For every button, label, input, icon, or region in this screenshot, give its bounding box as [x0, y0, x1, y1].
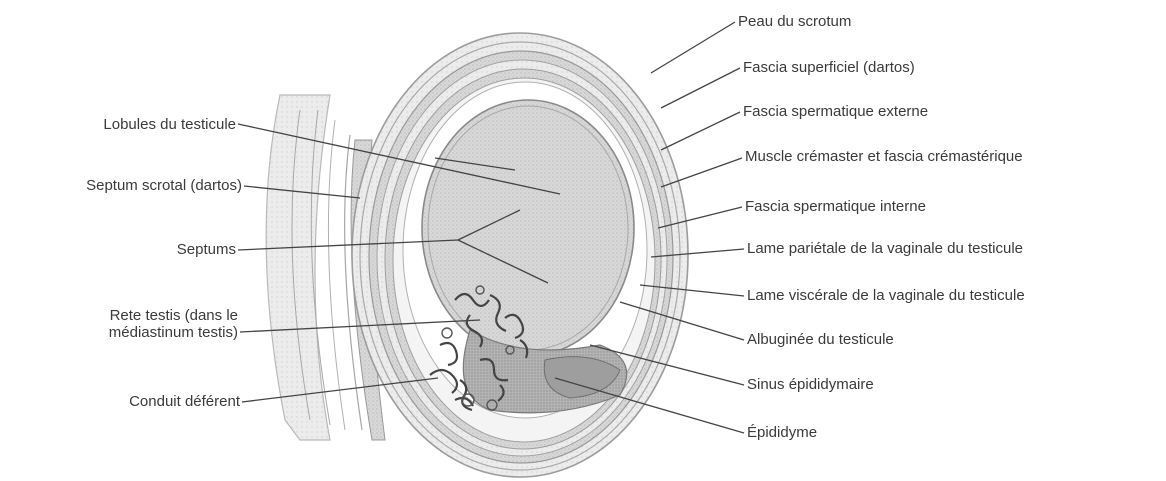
label-albuginee: Albuginée du testicule	[747, 331, 894, 348]
label-lobules: Lobules du testicule	[103, 116, 236, 133]
label-peau-scrotum: Peau du scrotum	[738, 13, 851, 30]
leader-fascia-sperm-externe	[661, 112, 740, 150]
label-epididyme: Épididyme	[747, 424, 817, 441]
leader-peau-scrotum	[651, 22, 735, 73]
label-fascia-sperm-interne: Fascia spermatique interne	[745, 198, 926, 215]
label-rete-testis-line1: Rete testis (dans le	[110, 307, 238, 324]
label-lame-viscerale: Lame viscérale de la vaginale du testicu…	[747, 287, 1025, 304]
label-septum-scrotal: Septum scrotal (dartos)	[86, 177, 242, 194]
label-conduit-deferent: Conduit déférent	[129, 393, 240, 410]
label-lame-parietale: Lame pariétale de la vaginale du testicu…	[747, 240, 1023, 257]
label-sinus-epididymaire: Sinus épididymaire	[747, 376, 874, 393]
label-rete-testis-line2: médiastinum testis)	[109, 324, 238, 341]
testis	[422, 100, 634, 356]
label-fascia-sperm-externe: Fascia spermatique externe	[743, 103, 928, 120]
label-muscle-cremaster: Muscle crémaster et fascia crémastérique	[745, 148, 1023, 165]
label-septums: Septums	[177, 241, 236, 258]
leader-fascia-superficiel	[661, 68, 740, 108]
label-fascia-superficiel: Fascia superficiel (dartos)	[743, 59, 915, 76]
